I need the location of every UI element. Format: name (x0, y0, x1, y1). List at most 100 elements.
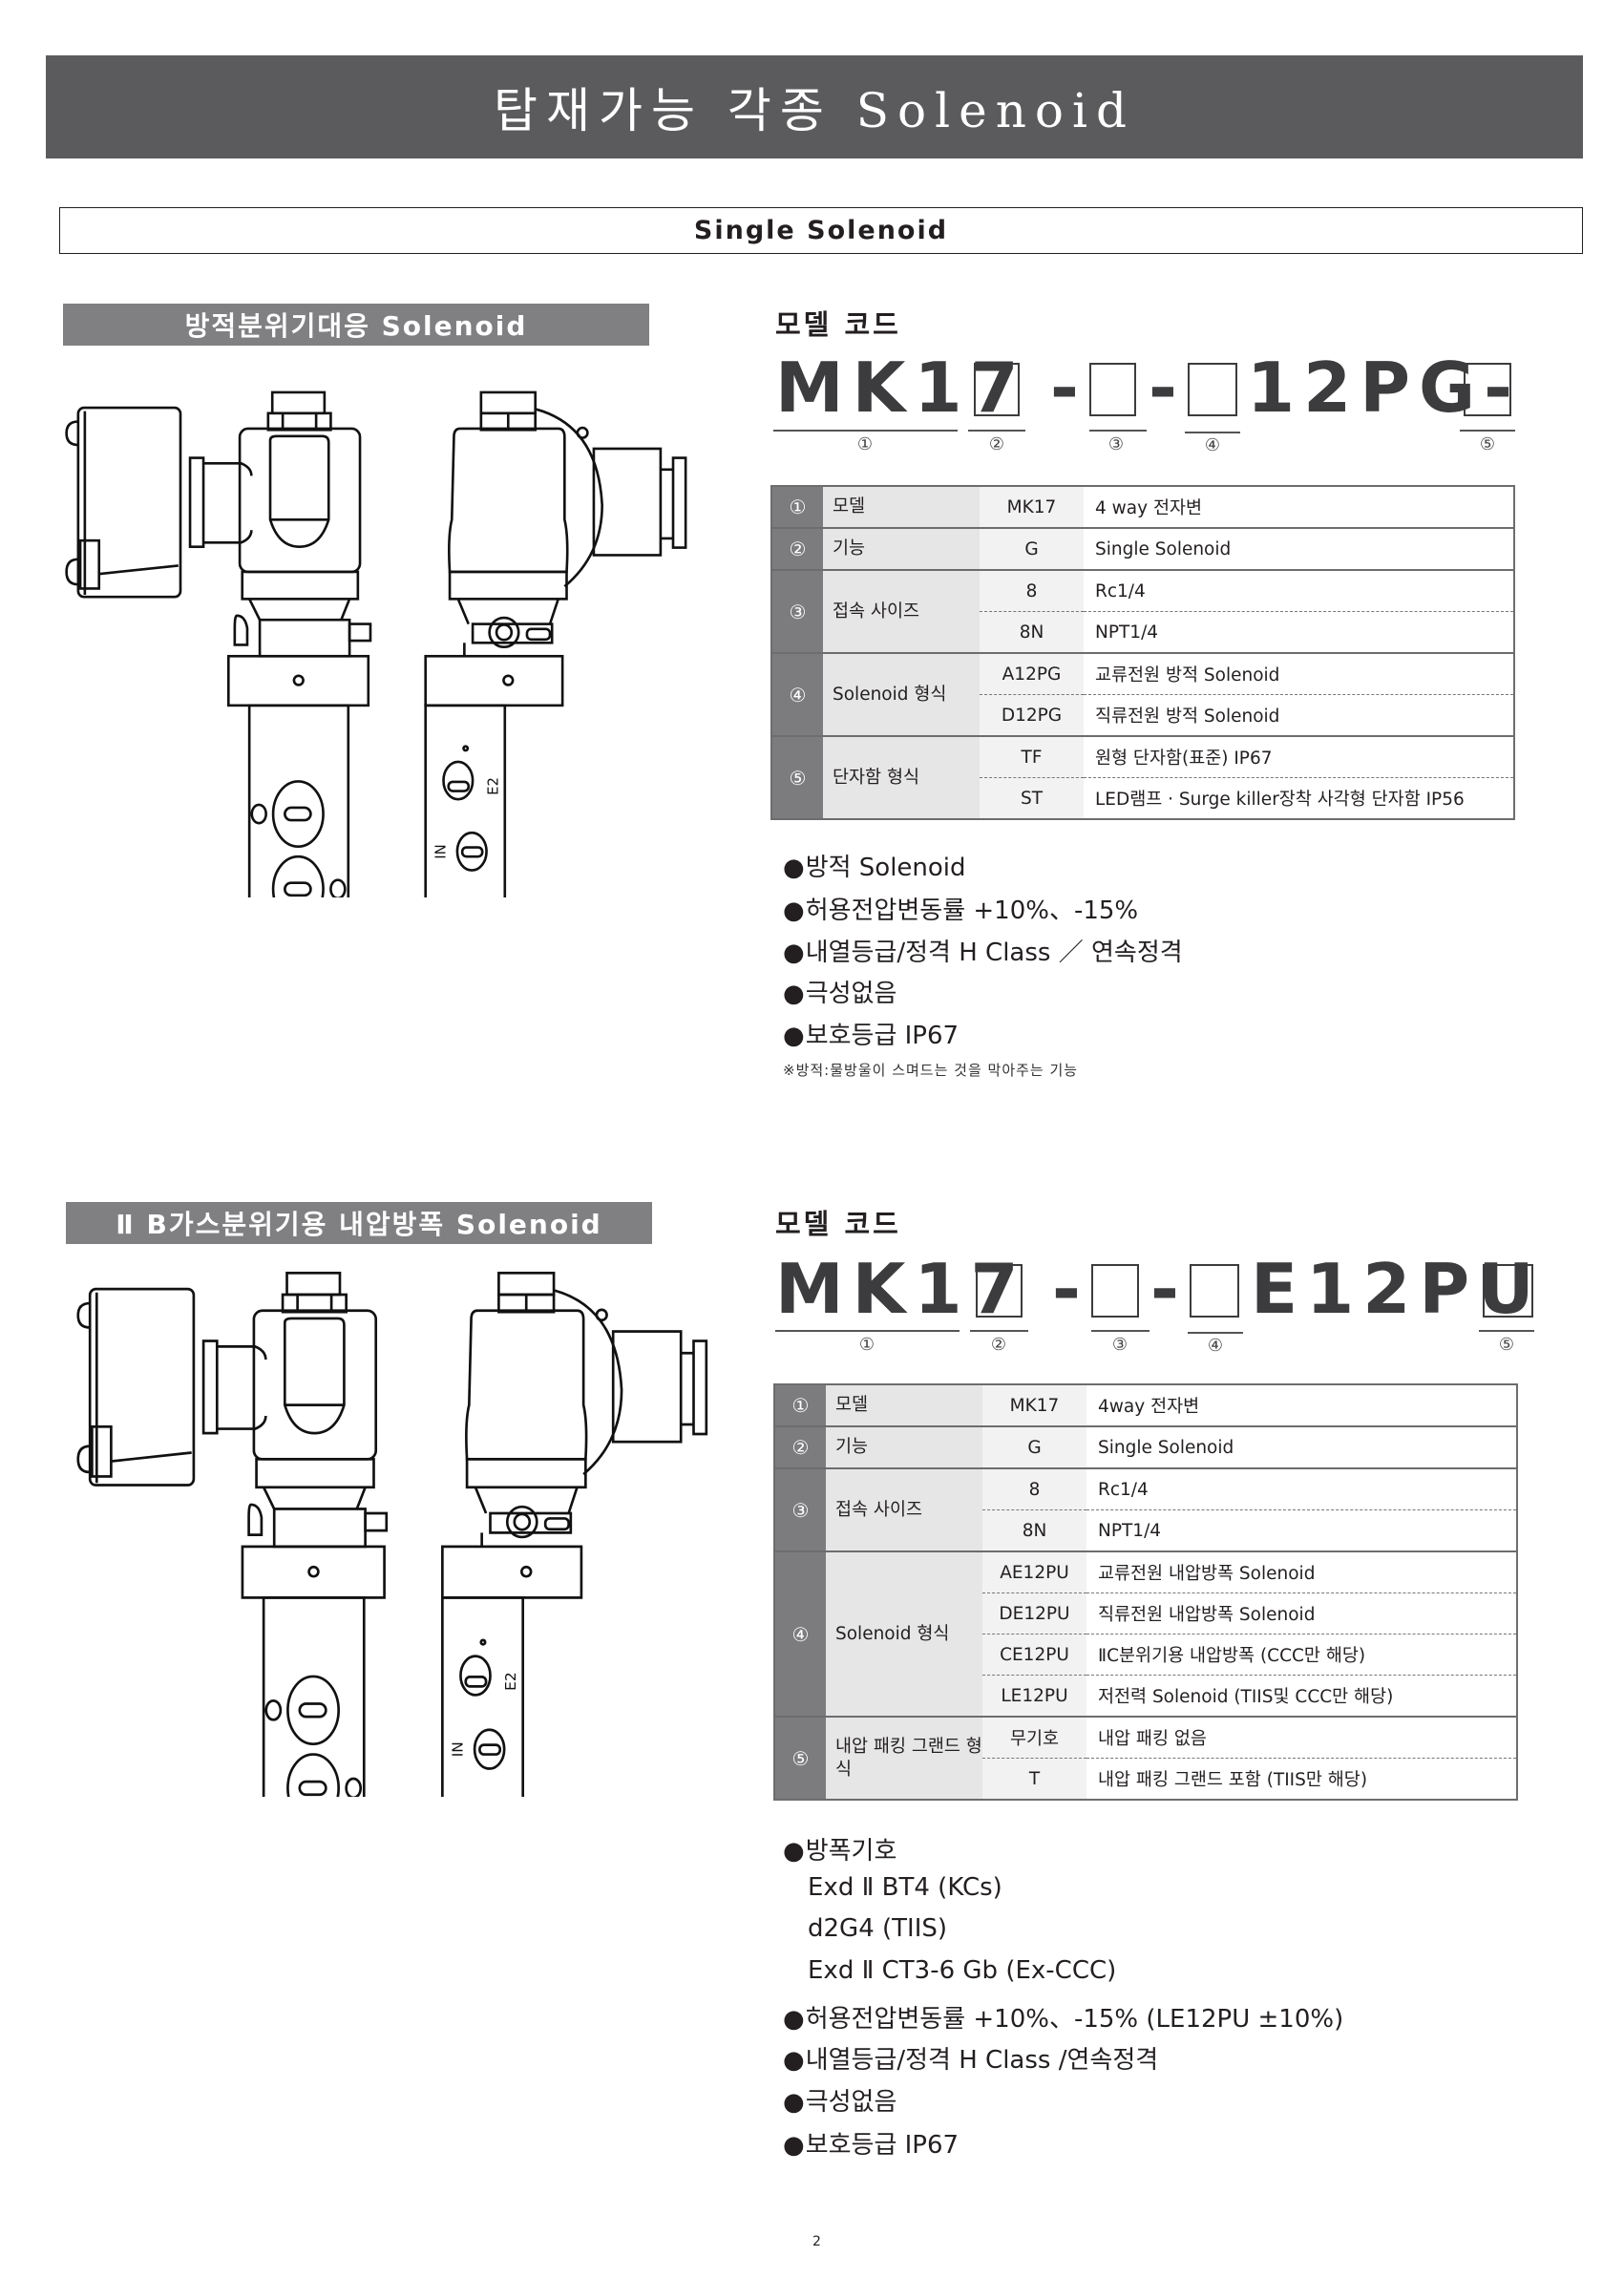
option-code: 8N (980, 611, 1084, 653)
option-code: AE12PU (982, 1550, 1086, 1593)
model-code-label-2: 모델 코드 (775, 1208, 901, 1240)
marker-3: ③ (1107, 434, 1125, 454)
option-description: 내압 패킹 없음 (1086, 1716, 1517, 1759)
marker-3: ③ (1111, 1335, 1128, 1355)
junction-box (88, 1287, 196, 1487)
model-suffix: E12PU (1251, 1249, 1543, 1329)
coil-housing (252, 1309, 378, 1461)
row-number: ④ (774, 1550, 826, 1717)
side-view: E2 IN E1 (424, 390, 687, 897)
option-code: ST (980, 777, 1084, 819)
option-description: 4 way 전자변 (1084, 485, 1514, 528)
option-code: A12PG (980, 652, 1084, 695)
top-nut (285, 1271, 342, 1297)
option-code: TF (980, 735, 1084, 778)
underline (1089, 430, 1147, 432)
marker-2: ② (988, 434, 1005, 454)
marker-5: ⑤ (1479, 434, 1496, 454)
row-number: ④ (771, 652, 823, 736)
side-view: E2 IN E1 (441, 1271, 708, 1797)
feature-item: d2G4 (TIIS) (808, 1914, 948, 1943)
port-label-e2: E2 (502, 1672, 519, 1691)
row-label: 모델 (823, 485, 980, 528)
option-description: 4way 전자변 (1086, 1383, 1517, 1426)
page-number: 2 (812, 2234, 821, 2249)
row-number: ③ (774, 1467, 826, 1551)
model-prefix: MK17 (775, 1249, 1027, 1329)
option-description: 내압 패킹 그랜드 포함 (TIIS만 해당) (1086, 1758, 1517, 1800)
port-label-in: IN (450, 1741, 467, 1757)
option-description: 직류전원 내압방폭 Solenoid (1086, 1592, 1517, 1635)
underline (1479, 1330, 1534, 1332)
solenoid-valve-drawing-2: E2 IN E1 (76, 1271, 708, 1797)
option-code: MK17 (980, 485, 1084, 528)
option-code: 8 (980, 569, 1084, 612)
row-number: ① (774, 1383, 826, 1426)
model-suffix: 12PG- (1247, 348, 1521, 428)
option-code: T (982, 1758, 1086, 1800)
base-block (226, 654, 370, 707)
row-number: ① (771, 485, 823, 528)
marker-4: ④ (1204, 435, 1221, 455)
cable-gland (201, 1339, 219, 1435)
page-title: 탑재가능 각종 Solenoid (493, 83, 1136, 138)
subtitle: Single Solenoid (693, 216, 949, 245)
row-label: 기능 (823, 527, 980, 570)
base-block (241, 1545, 386, 1599)
option-code: 8 (982, 1467, 1086, 1510)
footnote: ※방적:물방울이 스며드는 것을 막아주는 기능 (783, 1062, 1079, 1079)
row-label: 기능 (826, 1425, 982, 1468)
code-box-2 (976, 1264, 1023, 1318)
dome-cover (553, 1289, 623, 1476)
valve-body (247, 704, 350, 897)
base-block (424, 654, 564, 707)
code-box-3 (1091, 1264, 1139, 1318)
option-description: 교류전원 방적 Solenoid (1084, 652, 1514, 695)
code-box-5 (1483, 1264, 1533, 1318)
row-label: 내압 패킹 그랜드 형식 (826, 1716, 982, 1800)
feature-item: 방적 Solenoid (783, 848, 966, 883)
valve-body (262, 1596, 366, 1797)
coil-housing (448, 427, 569, 574)
option-code: G (982, 1425, 1086, 1468)
coil-housing (465, 1309, 588, 1461)
option-description: 직류전원 방적 Solenoid (1084, 694, 1514, 736)
underline (1460, 430, 1515, 432)
option-description: Rc1/4 (1084, 569, 1514, 612)
row-number: ② (771, 527, 823, 570)
row-label: 단자함 형식 (823, 735, 980, 819)
row-number: ⑤ (774, 1716, 826, 1800)
feature-item: 극성없음 (783, 974, 897, 1009)
feature-item: 허용전압변동률 +10%、-15% (783, 891, 1138, 926)
model-code-label-1: 모델 코드 (775, 308, 901, 341)
option-code: LE12PU (982, 1675, 1086, 1717)
option-code: G (980, 527, 1084, 570)
valve-body (441, 1596, 525, 1797)
dome-cover (535, 408, 603, 588)
marker-4: ④ (1207, 1336, 1224, 1356)
section-heading-2: Ⅱ B가스분위기용 내압방폭 Solenoid (66, 1202, 652, 1244)
feature-item: 내열등급/정격 H Class ／ 연속정격 (783, 933, 1183, 968)
port-label-in: IN (432, 844, 450, 858)
solenoid-valve-drawing-1: E2 IN E1 (65, 390, 687, 897)
option-description: Rc1/4 (1086, 1467, 1517, 1510)
code-box-3 (1089, 363, 1136, 416)
marker-2: ② (990, 1335, 1007, 1355)
cable-gland (188, 456, 205, 549)
option-code: DE12PU (982, 1592, 1086, 1635)
option-code: CE12PU (982, 1634, 1086, 1676)
marker-1: ① (858, 1335, 875, 1355)
